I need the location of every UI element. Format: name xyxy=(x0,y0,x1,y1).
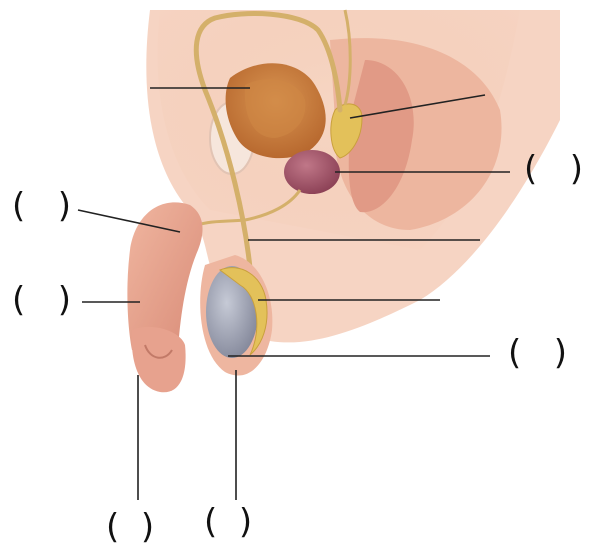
answer-blank-glans: ( ) xyxy=(106,510,154,544)
answer-blank-testis: ( ) xyxy=(508,336,567,370)
answer-blank-prostate: ( ) xyxy=(524,152,583,186)
answer-blank-penis-upper: ( ) xyxy=(12,189,71,223)
answer-blank-penis-middle: ( ) xyxy=(12,283,71,317)
answer-blank-scrotum: ( ) xyxy=(204,505,252,539)
glans xyxy=(132,327,186,392)
prostate xyxy=(284,150,340,194)
